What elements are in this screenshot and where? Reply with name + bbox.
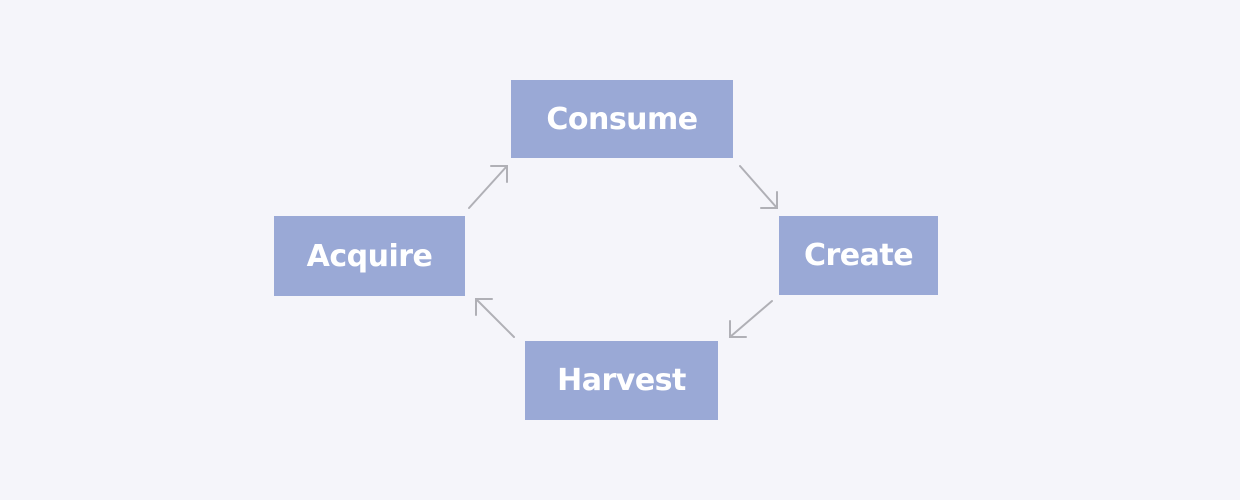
arrow-create-to-harvest xyxy=(729,300,773,338)
node-acquire: Acquire xyxy=(274,216,465,296)
node-harvest: Harvest xyxy=(525,341,718,420)
arrow-consume-to-create xyxy=(739,165,778,209)
node-create: Create xyxy=(779,216,938,295)
node-consume: Consume xyxy=(511,80,733,158)
arrow-acquire-to-consume xyxy=(468,165,508,209)
arrow-harvest-to-acquire xyxy=(475,298,515,338)
